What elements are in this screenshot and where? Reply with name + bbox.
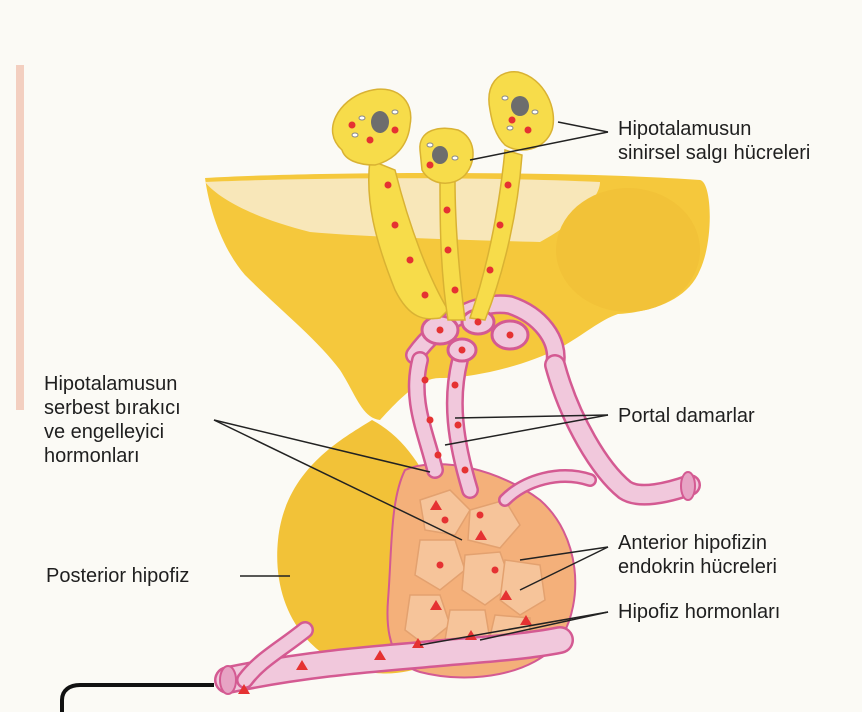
label-anterior-endocrine-cells: Anterior hipofizin endokrin hücreleri: [618, 531, 777, 579]
label-portal-vessels: Portal damarlar: [618, 404, 755, 428]
label-releasing-inhibiting-hormones: Hipotalamusun serbest bırakıcı ve engell…: [44, 372, 181, 468]
page-margin-strip: [16, 65, 24, 410]
label-neurosecretory-cells: Hipotalamusun sinirsel salgı hücreleri: [618, 117, 810, 165]
vessel-end-right: [681, 472, 695, 500]
label-pituitary-hormones: Hipofiz hormonları: [618, 600, 780, 624]
flow-arrow-line: [62, 685, 214, 712]
vessel-end-left: [220, 666, 236, 694]
hypothalamus-lobe: [556, 188, 700, 312]
label-posterior-pituitary: Posterior hipofiz: [46, 564, 189, 588]
